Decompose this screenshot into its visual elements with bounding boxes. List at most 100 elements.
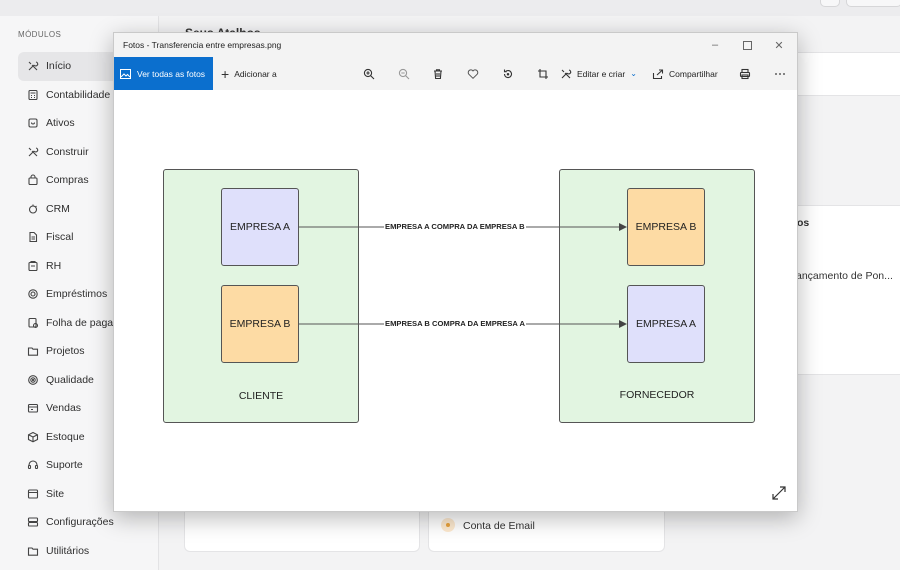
cube-icon — [27, 431, 39, 443]
store-icon — [27, 402, 39, 414]
delete-button[interactable] — [427, 57, 449, 90]
minimize-button[interactable]: – — [711, 39, 719, 51]
rotate-button[interactable] — [497, 57, 519, 90]
sidebar-item-rh[interactable]: RH — [18, 252, 158, 281]
shopping-bag-icon — [27, 174, 39, 186]
edit-create-label: Editar e criar — [577, 68, 626, 79]
email-icon — [441, 518, 455, 532]
sidebar-item-site[interactable]: Site — [18, 480, 158, 509]
diagram-arrows — [299, 223, 627, 328]
zoom-out-icon — [398, 68, 410, 79]
edge-label-2: EMPRESA B COMPRA DA EMPRESA A — [384, 319, 526, 328]
document-icon — [27, 231, 39, 243]
sidebar-item-construir[interactable]: Construir — [18, 138, 158, 167]
sidebar-item-crm[interactable]: CRM — [18, 195, 158, 224]
box-empresa-a-fornecedor: EMPRESA A — [627, 285, 705, 363]
sidebar-item-label: Compras — [46, 174, 89, 187]
id-card-icon — [27, 260, 39, 272]
top-bar-button[interactable] — [846, 0, 900, 7]
print-button[interactable] — [734, 57, 756, 90]
sidebar-item-label: Qualidade — [46, 373, 94, 386]
sidebar-item-fiscal[interactable]: Fiscal — [18, 223, 158, 252]
fullscreen-icon[interactable] — [771, 485, 787, 501]
sidebar-item-suporte[interactable]: Suporte — [18, 451, 158, 480]
see-all-label: Ver todas as fotos — [137, 68, 206, 79]
email-shortcut-label[interactable]: Conta de Email — [463, 520, 535, 532]
window-title: Fotos - Transferencia entre empresas.png — [123, 40, 282, 50]
modules-heading: MÓDULOS — [18, 30, 62, 39]
maximize-button[interactable] — [732, 36, 762, 54]
sidebar-item-ativos[interactable]: Ativos — [18, 109, 158, 138]
edit-create-button[interactable]: Editar e criar ⌄ — [560, 57, 637, 90]
window-titlebar[interactable]: Fotos - Transferencia entre empresas.png… — [114, 33, 797, 57]
calculator-icon — [27, 89, 39, 101]
sidebar-item-label: Projetos — [46, 345, 85, 358]
tools-icon — [27, 60, 39, 72]
sidebar-item-label: Vendas — [46, 402, 82, 415]
edit-icon — [561, 68, 572, 78]
tools-icon — [27, 146, 39, 158]
folder-icon — [27, 345, 39, 357]
coin-icon — [27, 288, 39, 300]
share-icon — [652, 68, 664, 79]
see-all-photos-button[interactable]: Ver todas as fotos — [114, 57, 213, 90]
more-options-button[interactable] — [769, 57, 791, 90]
sidebar-item-label: RH — [46, 259, 62, 272]
sidebar-item-qualidade[interactable]: Qualidade — [18, 366, 158, 395]
add-to-button[interactable]: + Adicionar a — [221, 57, 277, 90]
sidebar-item-utilitarios[interactable]: Utilitários — [18, 537, 158, 566]
target-icon — [27, 374, 39, 386]
heart-icon — [467, 68, 479, 79]
window-icon — [27, 488, 39, 500]
app-top-bar — [0, 0, 900, 16]
crm-icon — [27, 203, 39, 215]
photo-icon — [120, 68, 131, 79]
photos-toolbar: Ver todas as fotos + Adicionar a Editar … — [114, 57, 797, 90]
plus-icon: + — [221, 65, 230, 82]
box-empresa-b-fornecedor: EMPRESA B — [627, 188, 705, 266]
edge-label-1: EMPRESA A COMPRA DA EMPRESA B — [384, 222, 526, 231]
diagram-image: EMPRESA A EMPRESA B EMPRESA B EMPRESA A … — [163, 169, 756, 423]
sidebar-item-vendas[interactable]: Vendas — [18, 394, 158, 423]
zoom-in-button[interactable] — [358, 57, 380, 90]
box-empresa-b-cliente: EMPRESA B — [221, 285, 299, 363]
sidebar-item-label: Fiscal — [46, 231, 74, 244]
more-icon — [775, 72, 785, 75]
photos-window: Fotos - Transferencia entre empresas.png… — [113, 32, 798, 512]
close-button[interactable]: ✕ — [774, 39, 784, 52]
folder-icon — [27, 545, 39, 557]
group-label-cliente: CLIENTE — [238, 390, 284, 402]
favorite-button[interactable] — [462, 57, 484, 90]
printer-icon — [739, 68, 751, 79]
top-bar-button[interactable] — [820, 0, 840, 7]
sidebar-item-configuracoes[interactable]: Configurações — [18, 508, 158, 537]
share-button[interactable]: Compartilhar — [652, 57, 718, 90]
server-icon — [27, 516, 39, 528]
zoom-in-icon — [363, 68, 375, 79]
sidebar-item-compras[interactable]: Compras — [18, 166, 158, 195]
zoom-out-button[interactable] — [393, 57, 415, 90]
sidebar-item-label: Site — [46, 487, 65, 500]
sidebar-item-label: Utilitários — [46, 544, 90, 557]
chevron-down-icon: ⌄ — [630, 69, 637, 78]
trash-icon — [434, 68, 442, 79]
share-label: Compartilhar — [669, 68, 718, 79]
sidebar-item-emprestimos[interactable]: Empréstimos — [18, 280, 158, 309]
sidebar-item-estoque[interactable]: Estoque — [18, 423, 158, 452]
sidebar-item-projetos[interactable]: Projetos — [18, 337, 158, 366]
card-heading: os — [797, 217, 810, 229]
sidebar-item-label: Contabilidade — [46, 88, 111, 101]
headset-icon — [27, 459, 39, 471]
modules-nav: Início Contabilidade Ativos Construir Co… — [18, 52, 158, 565]
sidebar-item-label: Estoque — [46, 430, 85, 443]
sidebar-item-contabilidade[interactable]: Contabilidade — [18, 81, 158, 110]
add-to-label: Adicionar a — [234, 68, 277, 79]
maximize-icon — [742, 40, 752, 50]
sidebar-item-label: Início — [46, 60, 72, 73]
card-text: ançamento de Pon... — [796, 270, 893, 282]
sidebar-item-label: Empréstimos — [46, 288, 108, 301]
sidebar-item-label: CRM — [46, 202, 70, 215]
crop-button[interactable] — [532, 57, 554, 90]
sidebar-item-label: Construir — [46, 145, 89, 158]
payroll-icon — [27, 317, 39, 329]
